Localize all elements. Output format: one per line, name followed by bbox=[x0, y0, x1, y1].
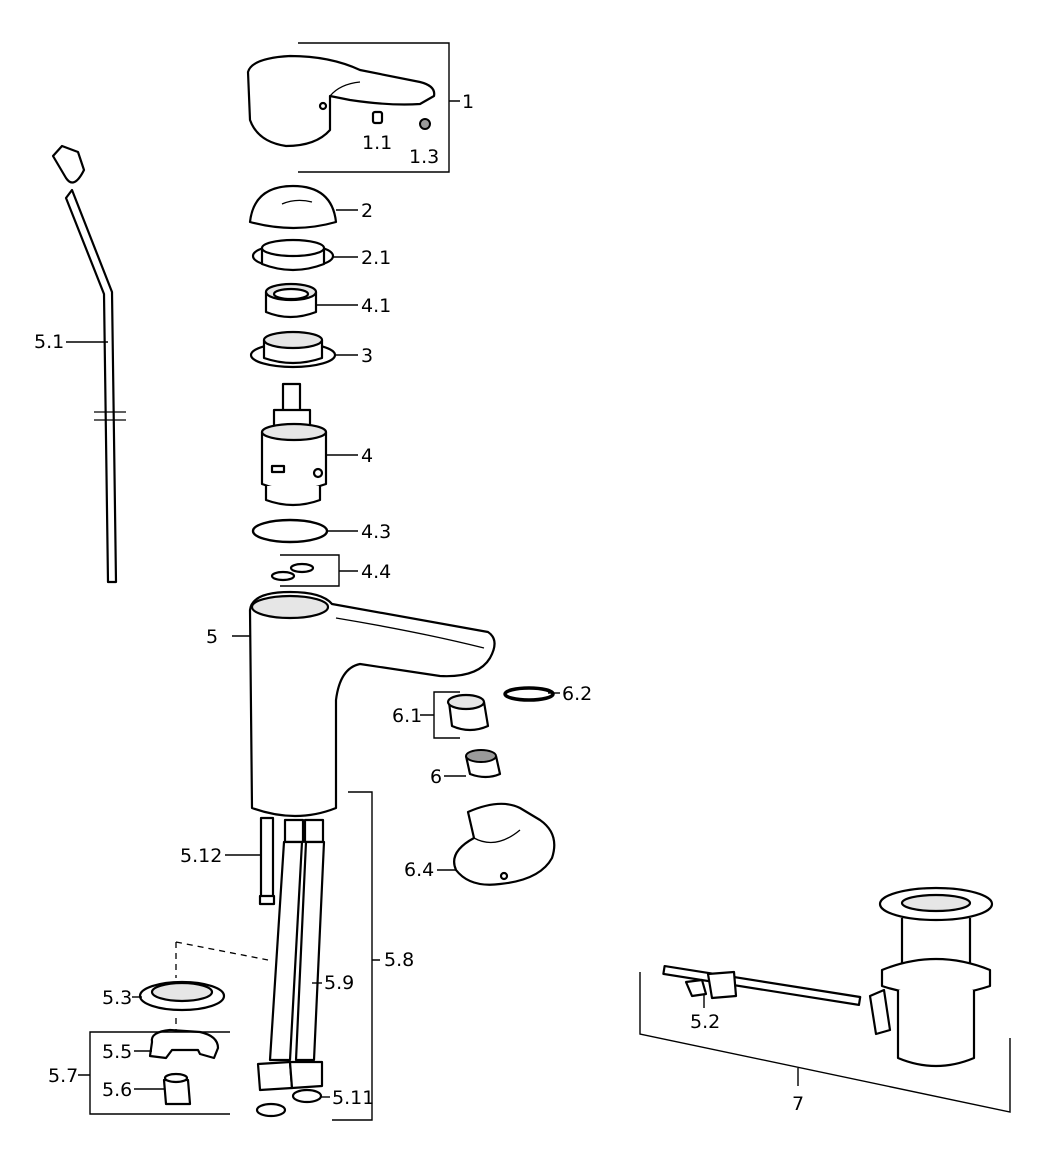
lever-handle-part bbox=[246, 54, 436, 148]
assembly-dashed-line bbox=[175, 941, 269, 1030]
bracket-4-4 bbox=[280, 554, 358, 587]
cartridge-part bbox=[260, 382, 328, 507]
spout-body-part bbox=[248, 590, 496, 818]
flat-washer-part-b bbox=[291, 1088, 323, 1104]
bracket-7 bbox=[639, 972, 1011, 1113]
label-5: 5 bbox=[206, 626, 218, 648]
label-6: 6 bbox=[430, 766, 442, 788]
flexible-hose-part bbox=[256, 818, 326, 1092]
aerator-part bbox=[464, 749, 502, 779]
label-5-3: 5.3 bbox=[102, 987, 132, 1009]
lift-rod-part bbox=[51, 144, 126, 584]
label-5-6: 5.6 bbox=[102, 1079, 132, 1101]
label-5-11: 5.11 bbox=[332, 1087, 374, 1109]
cap-part bbox=[248, 184, 338, 230]
label-2-1: 2.1 bbox=[361, 247, 391, 269]
seal-part-a bbox=[270, 570, 296, 582]
label-6-2: 6.2 bbox=[562, 683, 592, 705]
label-2: 2 bbox=[361, 200, 373, 222]
seal-part-b bbox=[289, 562, 315, 574]
threaded-stud-part bbox=[162, 1072, 192, 1106]
label-1-1: 1.1 bbox=[362, 132, 392, 154]
label-7: 7 bbox=[792, 1093, 804, 1115]
label-1-3: 1.3 bbox=[409, 146, 439, 168]
label-5-2: 5.2 bbox=[690, 1011, 720, 1033]
label-4: 4 bbox=[361, 445, 373, 467]
label-5-5: 5.5 bbox=[102, 1041, 132, 1063]
hose-left-part bbox=[258, 816, 276, 906]
label-5-1: 5.1 bbox=[34, 331, 64, 353]
pop-up-waste-part bbox=[662, 886, 994, 1068]
bracket-5-7 bbox=[78, 1031, 230, 1115]
label-4-4: 4.4 bbox=[361, 561, 391, 583]
clamp-part bbox=[148, 1028, 220, 1060]
o-ring-part bbox=[251, 518, 329, 544]
aerator-insert-part bbox=[446, 693, 490, 732]
flat-washer-part-a bbox=[255, 1102, 287, 1118]
label-6-1: 6.1 bbox=[392, 705, 422, 727]
washer-part bbox=[503, 686, 555, 702]
set-screw-part bbox=[371, 110, 384, 125]
label-4-1: 4.1 bbox=[361, 295, 391, 317]
adapter-part bbox=[264, 282, 318, 319]
label-1: 1 bbox=[462, 91, 474, 113]
aerator-housing-part bbox=[453, 802, 556, 886]
bracket-1 bbox=[298, 42, 460, 173]
label-5-8: 5.8 bbox=[384, 949, 414, 971]
label-4-3: 4.3 bbox=[361, 521, 391, 543]
label-6-4: 6.4 bbox=[404, 859, 434, 881]
ring-part bbox=[251, 238, 335, 272]
bracket-5-8 bbox=[332, 791, 380, 1121]
label-3: 3 bbox=[361, 345, 373, 367]
bracket-6-1 bbox=[420, 691, 460, 739]
label-5-9: 5.9 bbox=[324, 972, 354, 994]
label-5-12: 5.12 bbox=[180, 845, 222, 867]
plug-part bbox=[419, 118, 431, 130]
mounting-plate-part bbox=[138, 980, 226, 1012]
label-5-7: 5.7 bbox=[48, 1065, 78, 1087]
nut-part bbox=[249, 330, 337, 369]
